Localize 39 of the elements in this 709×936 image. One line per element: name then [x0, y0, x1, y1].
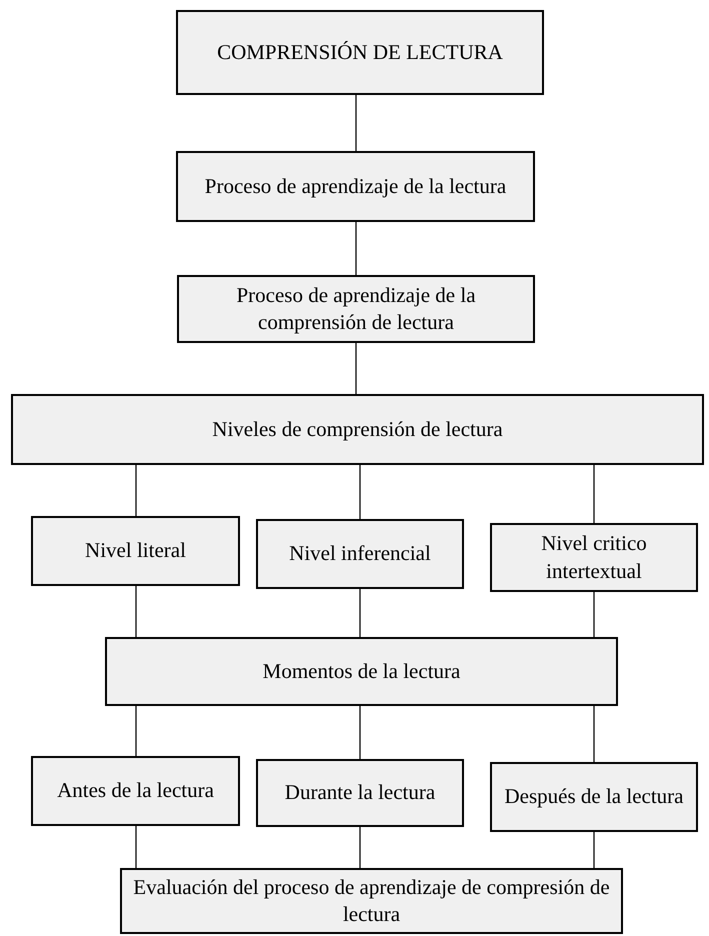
connector-line: [593, 706, 595, 762]
box-label: Antes de la lectura: [57, 777, 214, 804]
process-box: [256, 759, 464, 827]
connector-line: [593, 465, 595, 523]
process-box: [177, 275, 535, 343]
process-box: [256, 519, 464, 589]
connector-line: [359, 706, 361, 759]
connector-line: [593, 592, 595, 637]
process-box: [31, 756, 240, 826]
connector-line: [135, 706, 137, 756]
box-label: Proceso de aprendizaje de la comprensión de lectura: [235, 282, 477, 336]
connector-line: [359, 465, 361, 519]
box-label: Nivel critico intertextual: [540, 530, 648, 584]
process-box: [11, 394, 704, 465]
process-box: [105, 637, 618, 706]
box-label: Nivel literal: [85, 537, 186, 564]
process-box: [120, 868, 623, 934]
connector-line: [359, 589, 361, 637]
box-label: COMPRENSIÓN DE LECTURA: [217, 38, 503, 66]
connector-line: [135, 465, 137, 516]
box-label: Proceso de aprendizaje de la lectura: [204, 172, 506, 200]
connector-line: [135, 826, 137, 868]
process-box: [31, 516, 240, 586]
connector-line: [359, 827, 361, 868]
process-box: [176, 151, 535, 222]
process-box: [490, 762, 698, 832]
connector-line: [355, 343, 357, 394]
box-label: Niveles de comprensión de lectura: [212, 416, 503, 443]
box-label: Durante la lectura: [284, 779, 436, 806]
process-box: [490, 523, 698, 592]
connector-line: [355, 222, 357, 275]
connector-line: [593, 832, 595, 868]
connector-line: [355, 95, 357, 151]
box-label: Después de la lectura: [504, 783, 684, 810]
box-label: Momentos de la lectura: [262, 658, 460, 685]
connector-line: [135, 586, 137, 637]
box-label: Nivel inferencial: [289, 540, 431, 568]
process-box: [176, 10, 544, 95]
box-label: Evaluación del proceso de aprendizaje de compresión de lectura: [132, 874, 611, 928]
